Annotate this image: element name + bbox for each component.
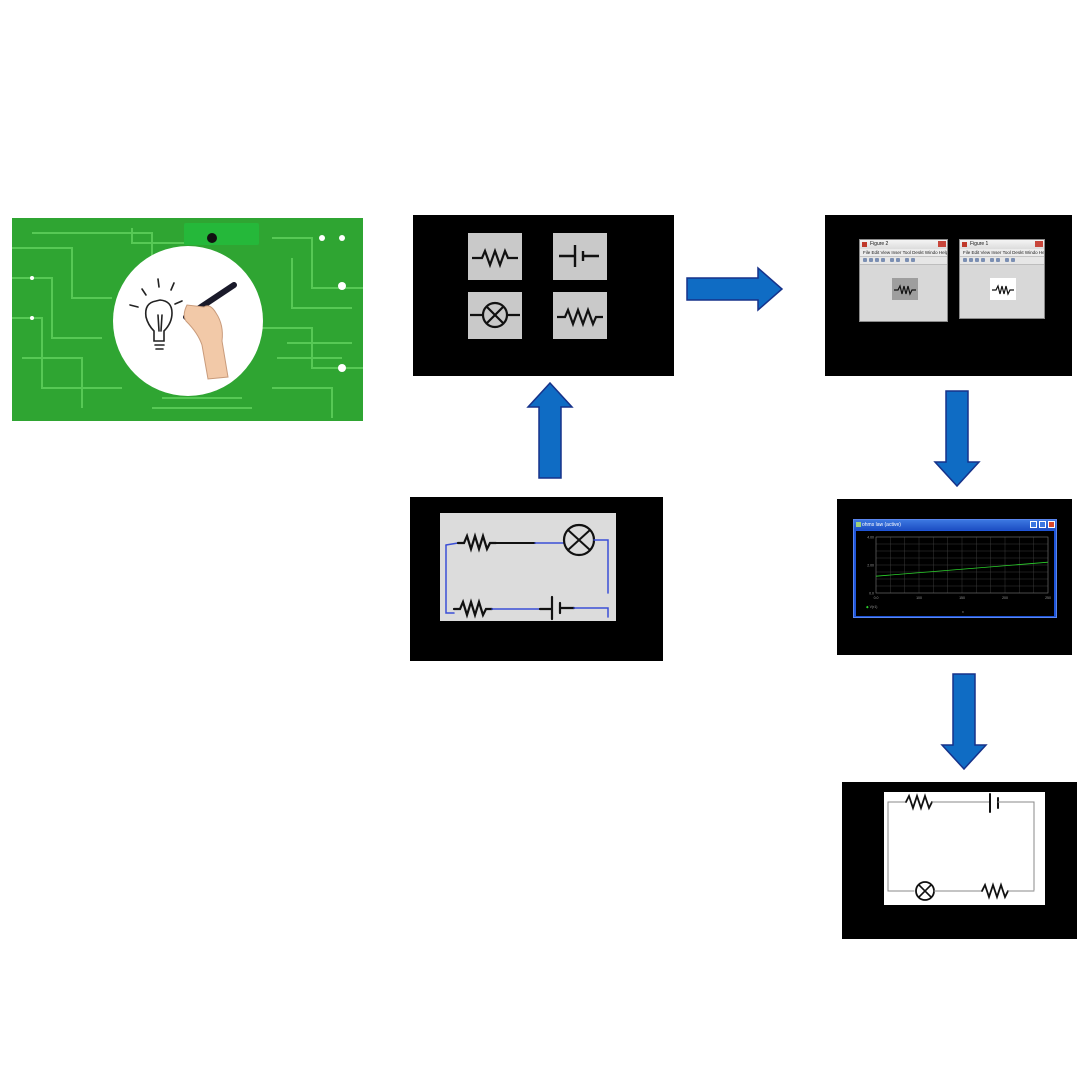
window-menu-bar[interactable]: File Edit View Inser Tool Deskt Windo He… — [860, 249, 947, 257]
x-tick-label: 0.0 — [874, 596, 879, 600]
y-tick-label: 0.0 — [869, 592, 874, 596]
legend-marker-icon: ◆ — [866, 605, 870, 609]
resistor-symbol-icon — [468, 233, 522, 280]
y-tick-label: 2.00 — [867, 564, 874, 568]
window-toolbar[interactable] — [960, 257, 1044, 265]
segmented-components-panel — [413, 215, 674, 376]
blue-block-arrow-icon — [526, 382, 574, 479]
close-icon[interactable] — [1035, 241, 1043, 247]
close-icon[interactable] — [938, 241, 946, 247]
classification-windows-panel: Figure 2 File Edit View Inser Tool Deskt… — [825, 215, 1072, 376]
hero-image-panel — [12, 218, 363, 421]
blue-block-arrow-icon — [686, 266, 784, 312]
blue-block-arrow-icon — [940, 673, 988, 771]
minimize-icon[interactable] — [1030, 521, 1037, 528]
hand-drawing-lightbulb-icon — [113, 246, 263, 396]
line-chart: 0.0 100 150 200 250 4.00 2.00 0.0 — [867, 536, 1051, 601]
window-menu-bar[interactable]: File Edit View Inser Tool Deskt Windo He… — [960, 249, 1044, 257]
pcb-hole — [207, 233, 217, 243]
y-tick-label: 4.00 — [867, 536, 874, 540]
matlab-figure-window: Figure 1 File Edit View Inser Tool Deskt… — [959, 239, 1045, 319]
close-icon[interactable] — [1048, 521, 1055, 528]
resistor-symbol-icon — [990, 278, 1016, 300]
simulation-plot-panel: ohms law (active) 0.0 100 150 200 250 4.00 2.0… — [837, 499, 1072, 655]
blue-block-arrow-icon — [933, 390, 981, 488]
hand-drawn-circuit-photo — [440, 513, 616, 621]
app-icon — [856, 522, 861, 527]
matlab-logo-icon — [862, 242, 867, 247]
lamp-symbol-icon — [468, 292, 522, 339]
generated-schematic-panel — [842, 782, 1077, 939]
x-axis-label: x — [962, 610, 964, 614]
plot-window: ohms law (active) 0.0 100 150 200 250 4.00 2.0… — [853, 519, 1057, 618]
window-toolbar[interactable] — [860, 257, 947, 265]
clean-schematic — [884, 792, 1045, 905]
series-line — [875, 561, 1049, 577]
window-title: Figure 1 — [960, 240, 1044, 249]
window-title: Figure 2 — [860, 240, 947, 249]
matlab-logo-icon — [962, 242, 967, 247]
x-tick-label: 100 — [916, 596, 922, 600]
legend-entry: ◆ V(r1) — [866, 605, 878, 609]
resistor-symbol-icon — [553, 292, 607, 339]
plot-frame — [875, 536, 1049, 594]
plot-area: 0.0 100 150 200 250 4.00 2.00 0.0 ◆ V(r1) x — [856, 531, 1054, 616]
resistor-symbol-icon — [892, 278, 918, 300]
pcb-traces — [12, 223, 363, 418]
x-tick-label: 150 — [959, 596, 965, 600]
matlab-figure-window: Figure 2 File Edit View Inser Tool Deskt… — [859, 239, 948, 322]
x-tick-label: 200 — [1002, 596, 1008, 600]
hand-drawn-circuit-panel — [410, 497, 663, 661]
plot-window-title: ohms law (active) — [854, 520, 1056, 530]
x-tick-label: 250 — [1045, 596, 1051, 600]
battery-symbol-icon — [553, 233, 607, 280]
maximize-icon[interactable] — [1039, 521, 1046, 528]
